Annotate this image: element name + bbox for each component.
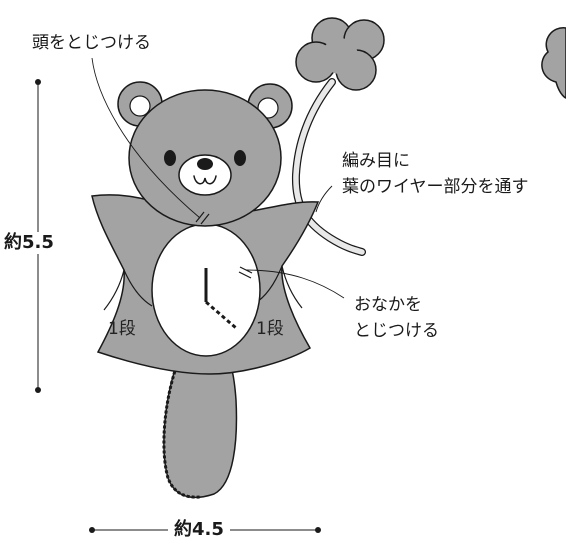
width-dim-left-dot: [89, 527, 95, 533]
head-attach-label: 頭をとじつける: [32, 33, 151, 53]
height-dim-bottom-dot: [35, 387, 41, 393]
leader-belly: [245, 269, 345, 299]
leaf-wire-inner: [293, 79, 365, 255]
leader-head-attach: [91, 57, 201, 219]
row-left-label: 1段: [108, 319, 136, 339]
bear-inner-ears: [129, 95, 279, 119]
width-dimension-label: 約4.5: [168, 519, 230, 541]
wire-label-line2: 葉のワイヤー部分を通す: [342, 177, 529, 197]
left-row-line-2: [123, 269, 153, 307]
bear-muzzle: [178, 154, 232, 196]
belly-label-line1: おなかを: [354, 295, 422, 315]
left-row-line: [103, 269, 125, 311]
bear-eyes: [164, 150, 246, 166]
leader-wire: [315, 185, 333, 213]
right-row-line: [281, 265, 303, 309]
belly-label-line2: とじつける: [354, 321, 439, 341]
row-right-label: 1段: [256, 319, 284, 339]
neck-stitch-marks: [195, 211, 210, 225]
clover-leaf-icon: [295, 17, 385, 91]
bear-mouth: [193, 175, 217, 185]
width-dim-right-dot: [315, 527, 321, 533]
height-dim-top-dot: [35, 79, 41, 85]
wire-label-line1: 編み目に: [342, 151, 410, 171]
clover-leaf-partial-icon: [541, 27, 566, 99]
tail: [163, 354, 238, 499]
bear-nose: [197, 158, 213, 170]
height-dimension-label: 約5.5: [0, 232, 58, 254]
tail-stitch-line: [162, 361, 201, 499]
